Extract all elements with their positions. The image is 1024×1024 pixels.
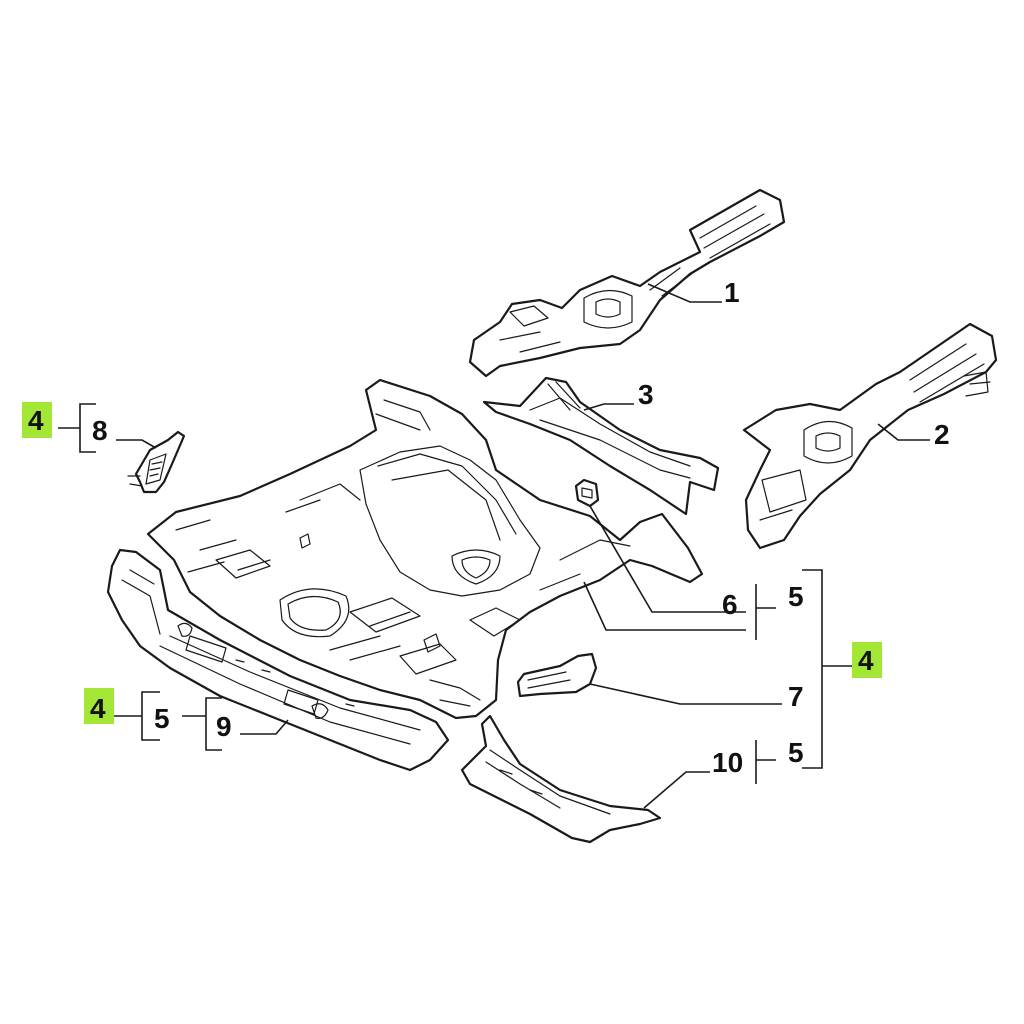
rear-floor-pan[interactable]: [146, 378, 704, 720]
part-3-cross-member[interactable]: [482, 376, 720, 516]
callout-4-top[interactable]: 4: [28, 405, 44, 436]
callout-5-upper[interactable]: 5: [788, 581, 804, 612]
highlight-box-4-right: [852, 642, 882, 678]
callout-6[interactable]: 6: [722, 589, 738, 620]
callout-8[interactable]: 8: [92, 415, 108, 446]
highlight-box-4-bottom: [84, 688, 114, 724]
callout-3[interactable]: 3: [638, 379, 654, 410]
callout-7[interactable]: 7: [788, 681, 804, 712]
callout-10[interactable]: 10: [712, 747, 743, 778]
callout-5-left[interactable]: 5: [154, 703, 170, 734]
leader-lines: [116, 283, 930, 809]
grouping-brackets: [58, 403, 852, 784]
part-9-rear-panel[interactable]: [106, 548, 450, 772]
part-6-bracket[interactable]: [574, 478, 600, 508]
part-10-cross-member[interactable]: [460, 714, 662, 844]
callout-9[interactable]: 9: [216, 711, 232, 742]
callout-numbers: 1 2 3 4 8 5 6 4 7 10 5 4 5 9: [28, 277, 950, 778]
highlight-box-4-top: [22, 402, 52, 438]
part-2-rear-rail-lower[interactable]: [742, 322, 998, 550]
callout-4-bottom[interactable]: 4: [90, 693, 106, 724]
callout-4-right[interactable]: 4: [858, 645, 874, 676]
callout-1[interactable]: 1: [724, 277, 740, 308]
callout-5-lower[interactable]: 5: [788, 737, 804, 768]
part-7-reinforcement[interactable]: [516, 652, 598, 698]
callout-2[interactable]: 2: [934, 419, 950, 450]
part-8-bracket[interactable]: [127, 430, 186, 494]
